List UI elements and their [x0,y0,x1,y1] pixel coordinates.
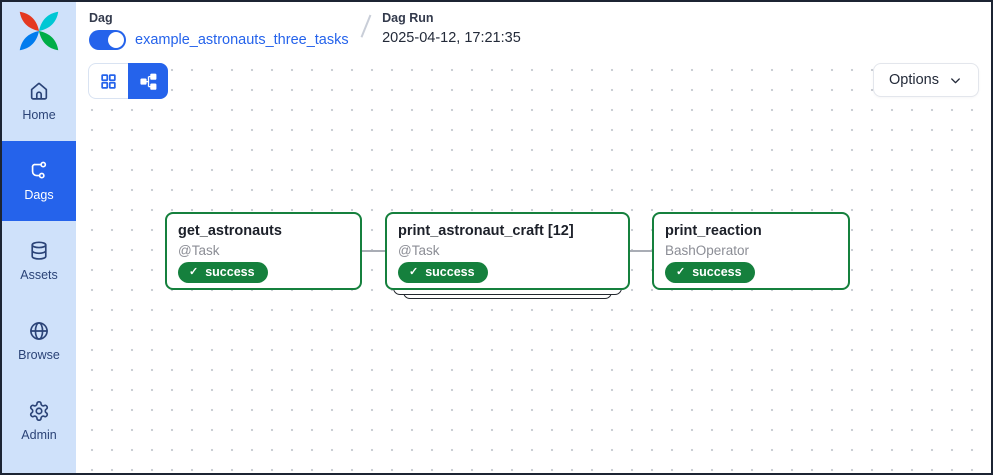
dag-run-label: Dag Run [382,11,434,25]
check-icon: ✓ [189,265,199,278]
breadcrumb-dagrun-group: Dag Run 2025-04-12, 17:21:35 [382,11,521,46]
breadcrumb-separator [360,14,371,38]
status-label: success [205,265,255,279]
gear-icon [28,400,50,422]
canvas-toolbar: Options [88,63,979,99]
dag-pause-toggle[interactable] [89,30,126,50]
task-operator: @Task [178,243,220,258]
sidebar-item-admin[interactable]: Admin [2,381,76,461]
dag-graph-canvas[interactable]: Options get_astronauts @Task ✓ success [76,56,991,473]
sidebar-item-home[interactable]: Home [2,61,76,141]
graph-view-icon [139,72,158,91]
task-operator: BashOperator [665,243,750,258]
dag-graph-icon [28,160,50,182]
sidebar-item-label: Assets [20,268,58,282]
graph-view-button[interactable] [128,63,168,99]
task-operator: @Task [398,243,440,258]
task-node-print-reaction[interactable]: print_reaction BashOperator ✓ success [652,212,850,290]
task-title: print_reaction [665,223,762,239]
task-node-print-astronaut-craft[interactable]: print_astronaut_craft [12] @Task ✓ succe… [385,212,630,299]
sidebar: Home Dags Asse [2,2,76,473]
sidebar-item-label: Browse [18,348,60,362]
airflow-pinwheel-logo[interactable] [17,9,61,53]
grid-view-button[interactable] [88,63,128,99]
dag-name-link[interactable]: example_astronauts_three_tasks [135,32,349,48]
main-area: Dag example_astronauts_three_tasks Dag R… [76,2,991,473]
home-icon [28,80,50,102]
edge-get-astronauts-to-print-astronaut-craft [362,250,385,252]
options-button[interactable]: Options [873,63,979,97]
view-switcher [88,63,168,99]
status-label: success [425,265,475,279]
task-node-get-astronauts[interactable]: get_astronauts @Task ✓ success [165,212,362,290]
sidebar-nav: Home Dags Asse [2,61,76,461]
sidebar-item-label: Dags [24,188,54,202]
breadcrumb: Dag example_astronauts_three_tasks Dag R… [76,2,991,56]
globe-icon [28,320,50,342]
dag-label: Dag [89,11,113,25]
status-badge: ✓ success [178,262,268,283]
sidebar-item-browse[interactable]: Browse [2,301,76,381]
sidebar-item-label: Admin [21,428,57,442]
task-title: get_astronauts [178,223,282,239]
edge-print-astronaut-craft-to-print-reaction [630,250,652,252]
status-label: success [692,265,742,279]
grid-view-icon [99,72,118,91]
toggle-knob [108,32,124,48]
check-icon: ✓ [409,265,419,278]
task-title: print_astronaut_craft [12] [398,223,574,239]
status-badge: ✓ success [665,262,755,283]
chevron-down-icon [948,73,963,88]
sidebar-item-assets[interactable]: Assets [2,221,76,301]
breadcrumb-dag-group: Dag example_astronauts_three_tasks [89,11,349,50]
sidebar-item-dags[interactable]: Dags [2,141,76,221]
options-button-label: Options [889,72,939,88]
status-badge: ✓ success [398,262,488,283]
database-icon [28,240,50,262]
sidebar-item-label: Home [22,108,56,122]
check-icon: ✓ [676,265,686,278]
dag-run-timestamp: 2025-04-12, 17:21:35 [382,30,521,46]
